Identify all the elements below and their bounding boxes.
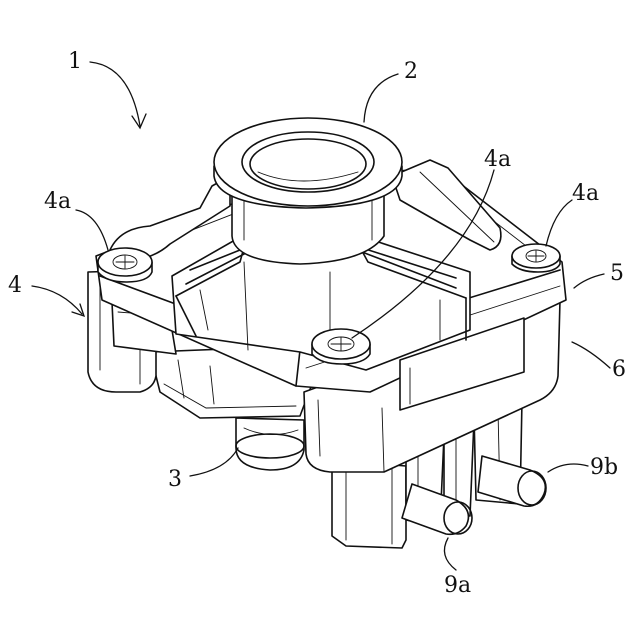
screw-left [98,248,152,282]
leader-4a-right [546,200,572,246]
label-2: 2 [404,59,418,84]
leader-5 [574,274,604,288]
label-9b: 9b [590,455,618,480]
label-4a-center: 4a [484,147,511,172]
leader-4a-left [76,210,108,250]
leader-6 [572,342,610,368]
label-4: 4 [8,273,22,298]
label-1: 1 [68,49,82,74]
leader-3 [190,448,238,476]
leader-2 [364,74,398,122]
bottom-port [236,418,304,470]
leader-4 [32,286,82,314]
label-4a-left: 4a [44,189,71,214]
label-6: 6 [612,357,626,382]
top-port [214,118,402,264]
leader-9a [444,538,456,570]
label-4a-right: 4a [572,181,599,206]
screw-center [312,329,370,364]
screw-right [512,244,560,272]
leader-9b [548,464,588,472]
label-5: 5 [610,261,624,286]
label-3: 3 [168,467,182,492]
label-9a: 9a [444,573,471,598]
